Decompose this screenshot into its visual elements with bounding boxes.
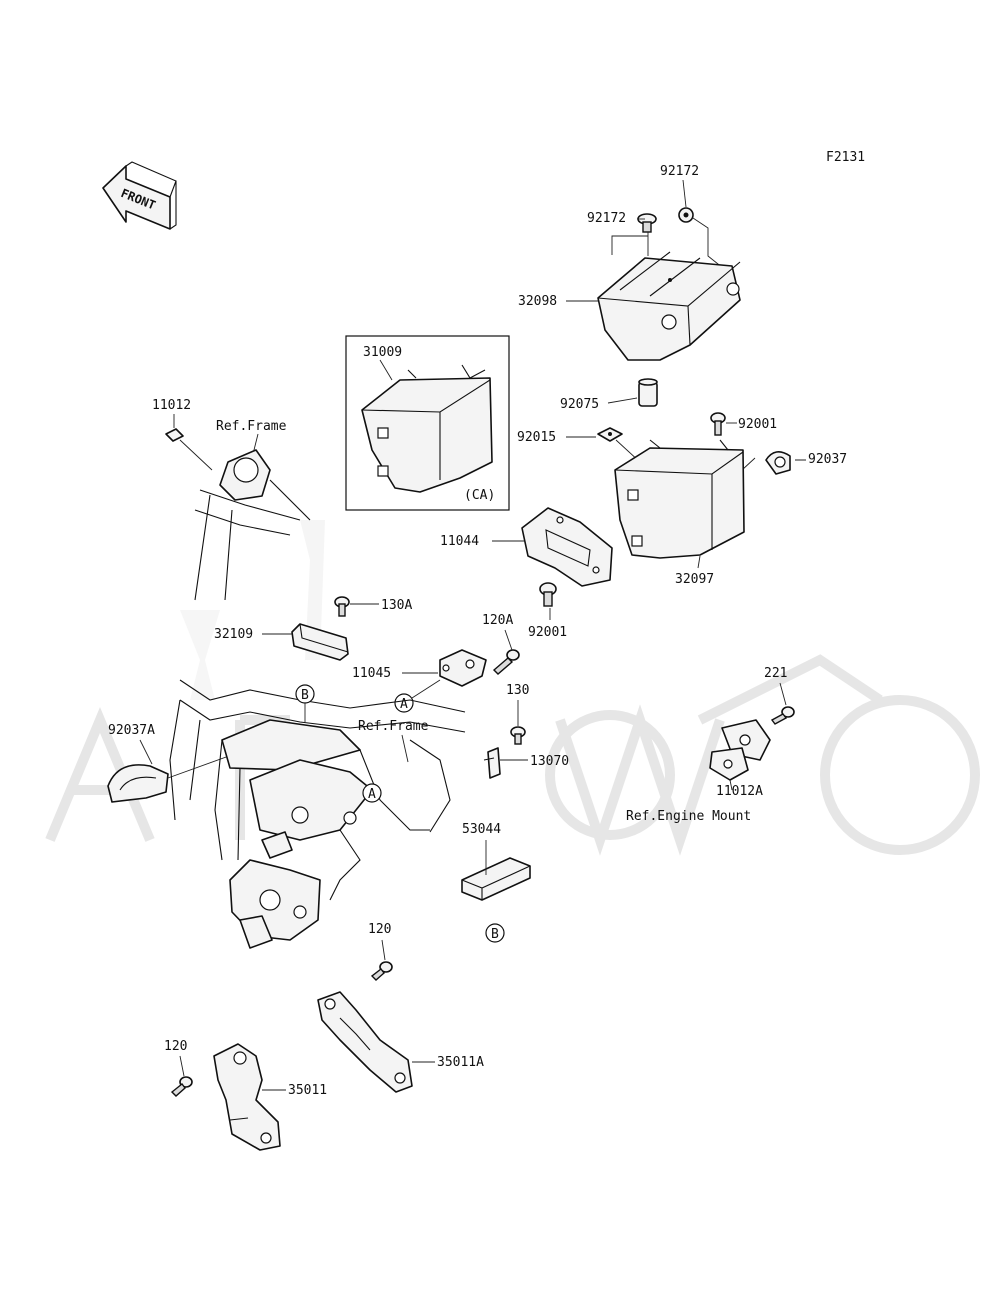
- label-120A: 120A: [482, 613, 513, 628]
- label-35011A: 35011A: [437, 1055, 484, 1070]
- bolt-120A: [492, 649, 520, 675]
- label-32109: 32109: [214, 627, 253, 642]
- label-130: 130: [506, 683, 529, 698]
- cover-32098: [597, 251, 741, 361]
- bolt-130A: [334, 596, 350, 617]
- bolt-120-lower: [170, 1076, 193, 1097]
- bolt-120-upper: [370, 961, 393, 981]
- clip-13070: [483, 747, 501, 779]
- label-92001-b: 92001: [528, 625, 567, 640]
- label-92037A: 92037A: [108, 723, 155, 738]
- label-120-b: 120: [164, 1039, 187, 1054]
- label-53044: 53044: [462, 822, 501, 837]
- figure-code: F2131: [826, 150, 865, 165]
- marker-b-lower-label: B: [491, 927, 499, 942]
- label-120-a: 120: [368, 922, 391, 937]
- label-92015: 92015: [517, 430, 556, 445]
- battery-case-31009: [361, 364, 493, 493]
- label-11045: 11045: [352, 666, 391, 681]
- ref-frame-top: Ref.Frame: [216, 419, 287, 434]
- label-92172-b: 92172: [587, 211, 626, 226]
- pad-53044: [461, 857, 531, 901]
- label-92172-a: 92172: [660, 164, 699, 179]
- grommet-92075: [638, 378, 658, 407]
- bolt-130: [510, 726, 526, 745]
- marker-a-upper-label: A: [400, 697, 408, 712]
- bracket-35011A: [317, 991, 413, 1093]
- label-32097: 32097: [675, 572, 714, 587]
- ref-engine-mount: Ref.Engine Mount: [626, 809, 751, 824]
- label-92037: 92037: [808, 452, 847, 467]
- clamp-92037A: [107, 764, 169, 803]
- label-35011: 35011: [288, 1083, 327, 1098]
- ca-variant-box: [345, 335, 510, 511]
- label-11012A: 11012A: [716, 784, 763, 799]
- bracket-11045: [439, 649, 487, 687]
- battery-case-32097: [614, 439, 745, 559]
- nut-92015: [597, 427, 623, 442]
- bolt-92001-bottom: [539, 582, 557, 607]
- label-31009: 31009: [363, 345, 402, 360]
- bracket-35011: [213, 1043, 281, 1151]
- cover-32109: [291, 623, 349, 661]
- label-130A: 130A: [381, 598, 412, 613]
- label-32098: 32098: [518, 294, 557, 309]
- bracket-11044: [521, 507, 613, 587]
- label-221: 221: [764, 666, 787, 681]
- ca-tag: (CA): [464, 488, 495, 503]
- label-11012: 11012: [152, 398, 191, 413]
- label-92075: 92075: [560, 397, 599, 412]
- marker-a-lower-label: A: [368, 787, 376, 802]
- label-13070: 13070: [530, 754, 569, 769]
- screw-221: [770, 706, 795, 725]
- main-frame: [169, 679, 466, 949]
- ref-frame-mid: Ref.Frame: [358, 719, 429, 734]
- screw-92172-left: [637, 213, 657, 233]
- front-arrow: FRONT: [102, 161, 177, 230]
- label-92001-a: 92001: [738, 417, 777, 432]
- mount-11012A: [709, 719, 771, 781]
- marker-b-lower: [485, 923, 505, 943]
- pin-11012: [165, 428, 184, 442]
- clamp-92037: [765, 451, 791, 475]
- frame-head-detail: [194, 449, 311, 601]
- marker-a-lower: [362, 783, 382, 803]
- marker-b-upper-label: B: [301, 688, 309, 703]
- bolt-92001-top: [710, 412, 726, 436]
- marker-a-upper: [394, 693, 414, 713]
- screw-92172-right: [678, 207, 694, 223]
- label-11044: 11044: [440, 534, 479, 549]
